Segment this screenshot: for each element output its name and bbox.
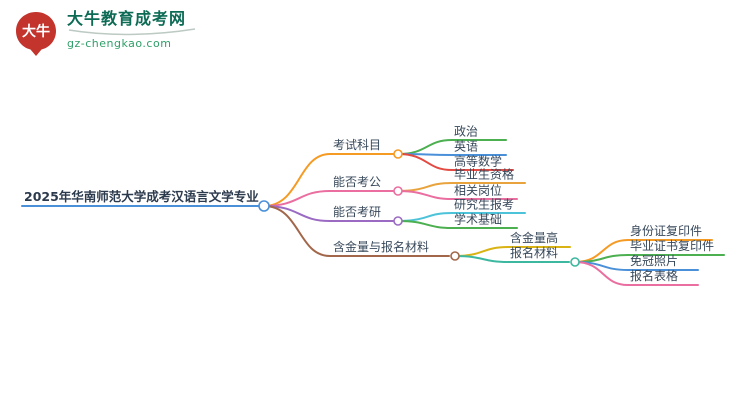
label-photo: 免冠照片 (630, 253, 678, 268)
label-english: 英语 (454, 140, 478, 154)
seal-text: 大牛 (22, 23, 50, 40)
edge-civil-related-positions (397, 190, 453, 200)
node-labels: 2025年华南师范大学成考汉语言文学专业 考试科目 政治 英语 高等数学 能否考… (24, 125, 714, 284)
label-application-materials: 报名材料 (510, 245, 558, 260)
node-lines (21, 139, 725, 286)
label-postgrad-apply: 研究生报考 (454, 197, 514, 212)
seal-shape (16, 12, 56, 56)
edge-value-application-materials (454, 255, 509, 263)
logo-text: 大牛教育成考网 gz-chengkao.com (67, 9, 197, 51)
logo-title: 大牛教育成考网 (67, 9, 187, 28)
label-postgraduate: 能否考研 (333, 205, 381, 219)
logo-seal-icon: 大牛 (16, 12, 56, 56)
logo[interactable]: 大牛 大牛教育成考网 gz-chengkao.com (14, 9, 197, 58)
label-value-materials: 含金量与报名材料 (333, 239, 429, 254)
edge-exam-politics (397, 139, 453, 155)
edges (263, 139, 629, 286)
edge-root-exam-subjects (263, 153, 331, 207)
label-application-form: 报名表格 (630, 268, 678, 283)
edge-postgrad-apply (397, 212, 453, 222)
label-civil-service: 能否考公 (333, 175, 381, 189)
dot-application-materials[interactable] (570, 257, 580, 267)
dot-root[interactable] (258, 200, 270, 212)
label-graduate-eligibility: 毕业生资格 (454, 167, 514, 182)
logo-swoosh (68, 28, 196, 36)
dot-postgraduate[interactable] (393, 216, 403, 226)
edge-exam-advanced-math (397, 153, 453, 171)
label-advanced-math: 高等数学 (454, 154, 502, 169)
dot-exam-subjects[interactable] (393, 149, 403, 159)
label-politics: 政治 (454, 125, 478, 139)
label-diploma-copy: 毕业证书复印件 (630, 239, 714, 253)
edge-postgrad-academic (397, 220, 453, 229)
label-exam-subjects: 考试科目 (333, 137, 381, 152)
label-root: 2025年华南师范大学成考汉语言文学专业 (24, 189, 259, 204)
dot-civil-service[interactable] (393, 186, 403, 196)
label-id-copy: 身份证复印件 (630, 223, 702, 238)
edge-value-high-value (454, 246, 509, 257)
edge-materials-application-form (574, 261, 629, 286)
label-related-positions: 相关岗位 (454, 183, 502, 198)
edge-root-value-materials (263, 205, 331, 257)
edge-civil-graduate-eligibility (397, 182, 453, 192)
edge-materials-diploma-copy (574, 254, 629, 263)
logo-subtitle: gz-chengkao.com (67, 37, 172, 51)
label-high-value: 含金量高 (510, 230, 558, 245)
node-dots (258, 149, 580, 267)
dot-value-materials[interactable] (450, 251, 460, 261)
label-academic-foundation: 学术基础 (454, 212, 502, 227)
